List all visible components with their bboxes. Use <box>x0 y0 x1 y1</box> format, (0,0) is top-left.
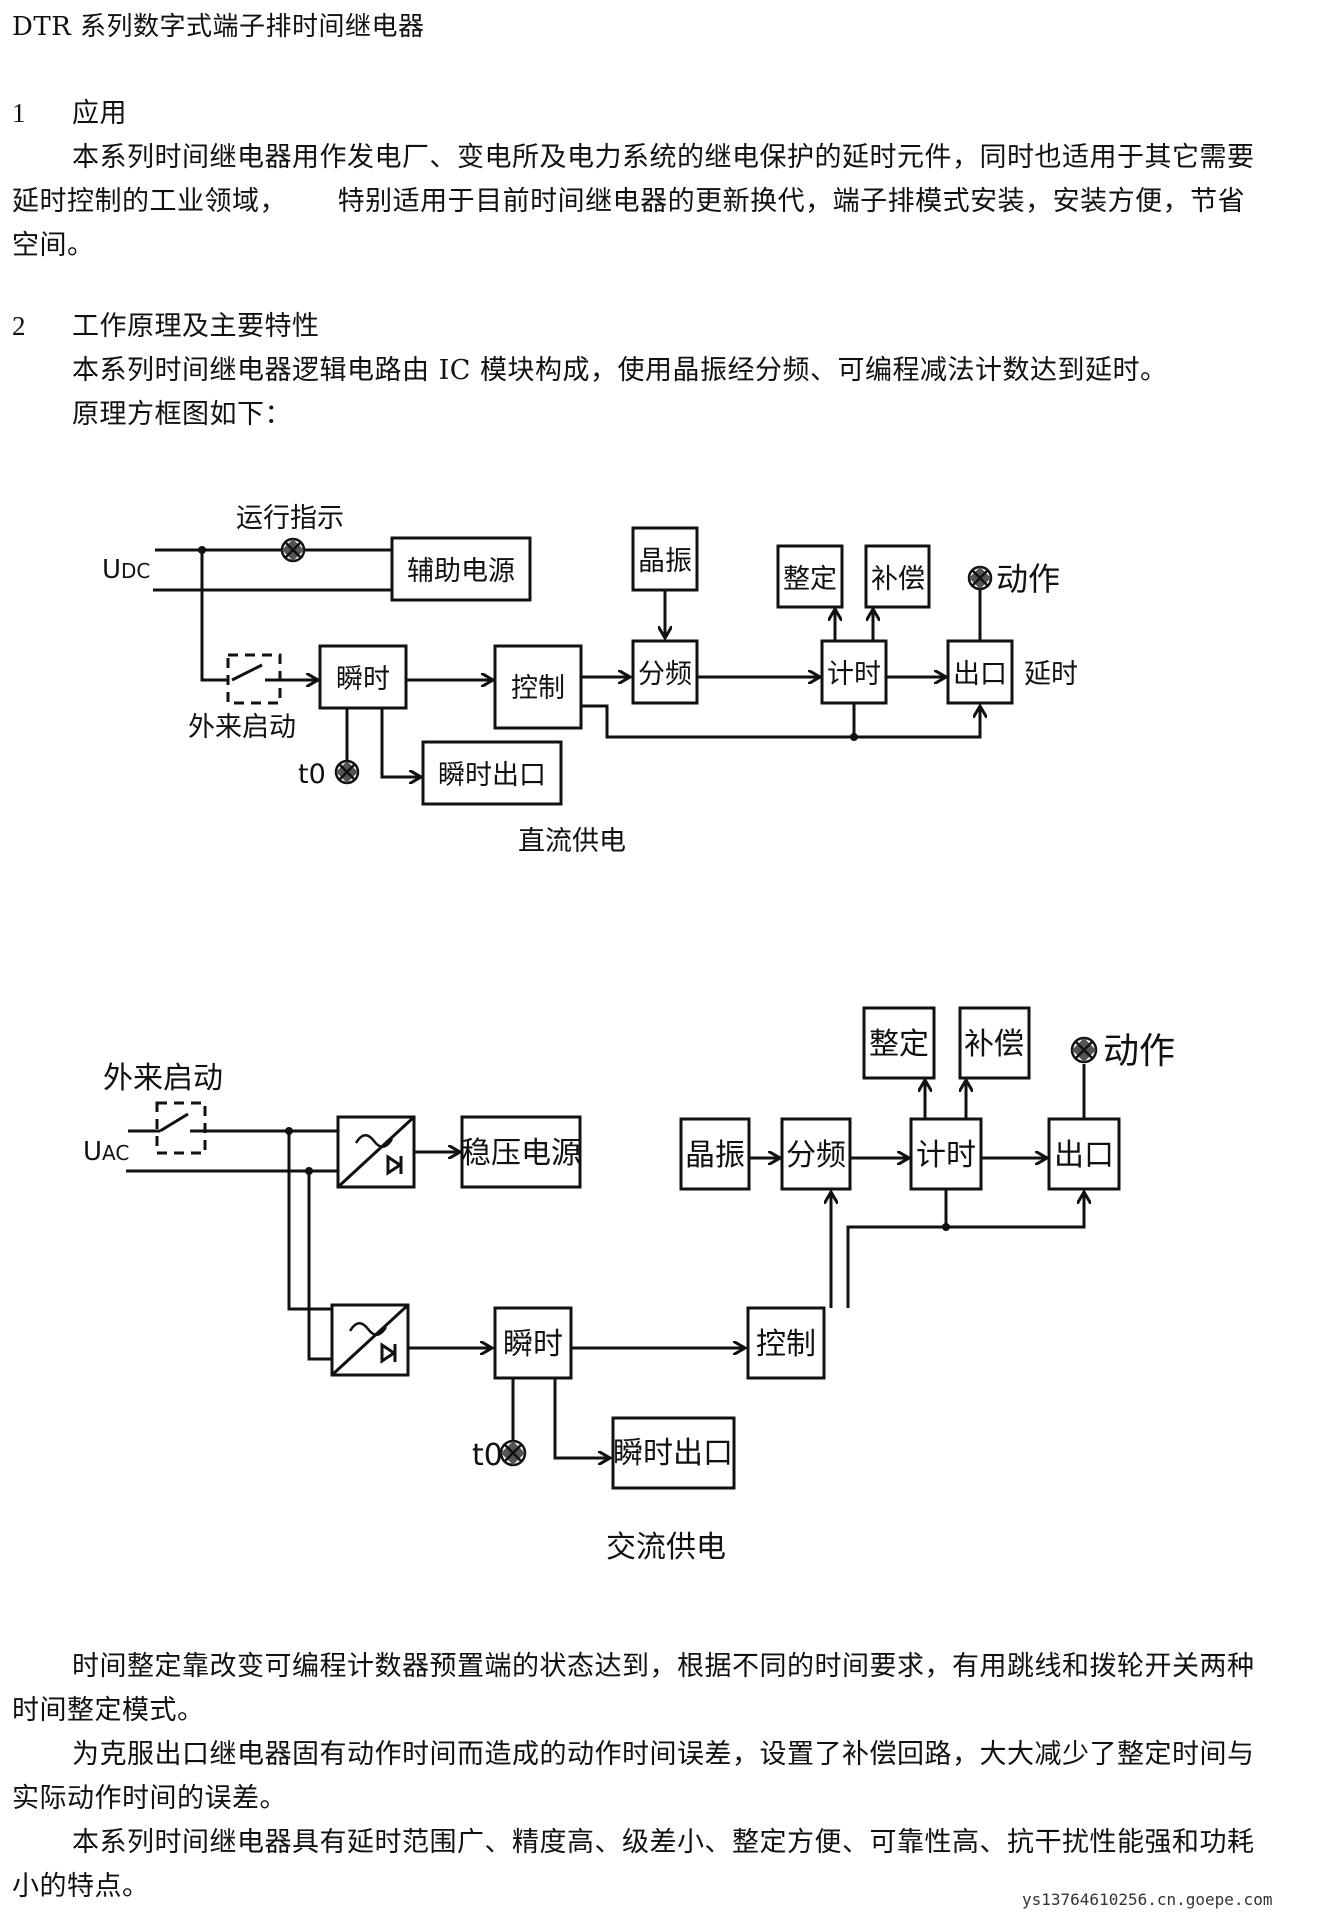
dc-supply-label: UDC <box>102 555 150 585</box>
dc-delay-label: 延时 <box>1024 659 1078 690</box>
dc-block-output-label: 出口 <box>953 659 1007 690</box>
section-1-heading: 应用 <box>72 98 127 129</box>
ac-branch-wire-2 <box>307 1171 332 1361</box>
section-1-number: 1 <box>12 98 26 128</box>
dc-block-instant-output-label: 瞬时出口 <box>438 760 546 791</box>
dc-block-setting-label: 整定 <box>783 564 837 595</box>
ac-block-setting-label: 整定 <box>869 1027 929 1062</box>
dc-block-setting <box>776 544 844 609</box>
dc-block-compensation-label: 补偿 <box>871 564 925 595</box>
closing-line-3: 为克服出口继电器固有动作时间而造成的动作时间误差，设置了补偿回路，大大减少了整定… <box>72 1739 1255 1770</box>
dc-block-instant-label: 瞬时 <box>336 664 390 695</box>
ac-arrow-instant-to-instant-output <box>553 1378 610 1458</box>
dc-block-timer-label: 计时 <box>827 659 881 690</box>
ac-block-timer-label: 计时 <box>916 1138 976 1173</box>
dc-action-lamp-icon <box>967 565 993 591</box>
ac-block-output <box>1047 1117 1121 1191</box>
section-2-line-2: 原理方框图如下： <box>72 399 292 430</box>
ac-diagram-caption: 交流供电 <box>606 1530 726 1565</box>
dc-block-instant <box>318 644 408 710</box>
section-2-number: 2 <box>12 311 26 341</box>
ac-block-output-label: 出口 <box>1054 1138 1114 1173</box>
ac-block-instant-output-label: 瞬时出口 <box>613 1436 733 1471</box>
ac-block-crystal-label: 晶振 <box>685 1138 745 1173</box>
dc-arrow-instant-to-instant-output <box>380 708 421 777</box>
dc-block-instant-output <box>421 740 563 806</box>
ac-block-control <box>746 1306 826 1380</box>
ac-block-timer <box>909 1117 983 1191</box>
ac-block-control-label: 控制 <box>756 1327 816 1362</box>
ac-block-crystal <box>679 1117 751 1191</box>
ac-bus-control-to-output <box>846 1192 1084 1308</box>
section-2-heading: 工作原理及主要特性 <box>72 311 320 342</box>
closing-line-5: 本系列时间继电器具有延时范围广、精度高、级差小、整定方便、可靠性高、抗干扰性能强… <box>72 1827 1255 1858</box>
ac-t0-label: t0 <box>472 1438 503 1473</box>
watermark-url: ys13764610256.cn.goepe.com <box>1022 1890 1273 1909</box>
dc-external-start-label: 外来启动 <box>188 712 296 743</box>
ac-block-divider-label: 分频 <box>786 1138 846 1173</box>
dc-t0-label: t0 <box>298 759 326 790</box>
ac-action-lamp-icon <box>1070 1036 1098 1064</box>
dc-run-indicator-label: 运行指示 <box>236 503 344 534</box>
dc-block-diagram: UDC 运行指示 辅助电源 外来启动 瞬时 t0 瞬时出口 控制 晶振 分频 计… <box>102 503 1078 857</box>
dc-block-crystal <box>631 526 699 592</box>
dc-bus-junction-dot <box>850 733 858 741</box>
ac-block-compensation <box>958 1006 1031 1080</box>
dc-block-crystal-label: 晶振 <box>638 546 692 577</box>
ac-t0-lamp-icon <box>499 1439 527 1467</box>
ac-external-start-label: 外来启动 <box>103 1061 223 1096</box>
ac-block-diagram: 外来启动 UAC 稳压电源 瞬时 t0 瞬时出口 控制 晶振 分频 <box>83 1006 1175 1565</box>
closing-line-1: 时间整定靠改变可编程计数器预置端的状态达到，根据不同的时间要求，有用跳线和拨轮开… <box>72 1651 1255 1682</box>
dc-block-divider <box>631 639 699 705</box>
dc-block-aux-power <box>390 536 532 602</box>
section-2-line-1: 本系列时间继电器逻辑电路由 IC 模块构成，使用晶振经分频、可编程减法计数达到延… <box>72 355 1168 386</box>
ac-block-divider <box>780 1117 852 1191</box>
ac-block-regulated-power-label: 稳压电源 <box>461 1136 581 1171</box>
dc-block-aux-power-label: 辅助电源 <box>407 556 515 587</box>
document-title: DTR 系列数字式端子排时间继电器 <box>12 12 425 42</box>
closing-line-4: 实际动作时间的误差。 <box>12 1783 287 1814</box>
dc-run-indicator-lamp-icon <box>280 537 306 563</box>
closing-line-6: 小的特点。 <box>12 1871 150 1902</box>
dc-start-branch-wire <box>200 550 228 682</box>
ac-action-label: 动作 <box>1103 1031 1175 1072</box>
section-1-line-2: 延时控制的工业领域， 特别适用于目前时间继电器的更新换代，端子排模式安装，安装方… <box>12 186 1246 217</box>
dc-block-divider-label: 分频 <box>638 659 692 690</box>
ac-block-regulated-power <box>460 1115 582 1189</box>
ac-block-instant-label: 瞬时 <box>503 1327 563 1362</box>
dc-diagram-caption: 直流供电 <box>518 826 626 857</box>
ac-external-start-switch-icon <box>128 1101 207 1155</box>
dc-action-label: 动作 <box>996 560 1060 598</box>
ac-block-setting <box>862 1006 936 1080</box>
dc-block-timer <box>820 639 888 705</box>
dc-block-compensation <box>864 544 931 609</box>
dc-block-control-label: 控制 <box>511 673 565 704</box>
closing-line-2: 时间整定模式。 <box>12 1695 205 1726</box>
ac-block-compensation-label: 补偿 <box>964 1027 1024 1062</box>
section-1-line-1: 本系列时间继电器用作发电厂、变电所及电力系统的继电保护的延时元件，同时也适用于其… <box>72 142 1255 173</box>
dc-block-control <box>493 644 583 730</box>
dc-bus-control-to-output <box>581 706 980 739</box>
dc-block-output <box>946 639 1014 705</box>
ac-block-instant <box>493 1306 573 1380</box>
section-1-line-3: 空间。 <box>12 230 95 261</box>
ac-supply-label: UAC <box>83 1137 129 1167</box>
ac-bus-junction-dot <box>942 1223 950 1231</box>
dc-t0-lamp-icon <box>334 759 360 785</box>
ac-block-instant-output <box>611 1416 736 1490</box>
ac-branch-wire-1 <box>287 1131 332 1311</box>
